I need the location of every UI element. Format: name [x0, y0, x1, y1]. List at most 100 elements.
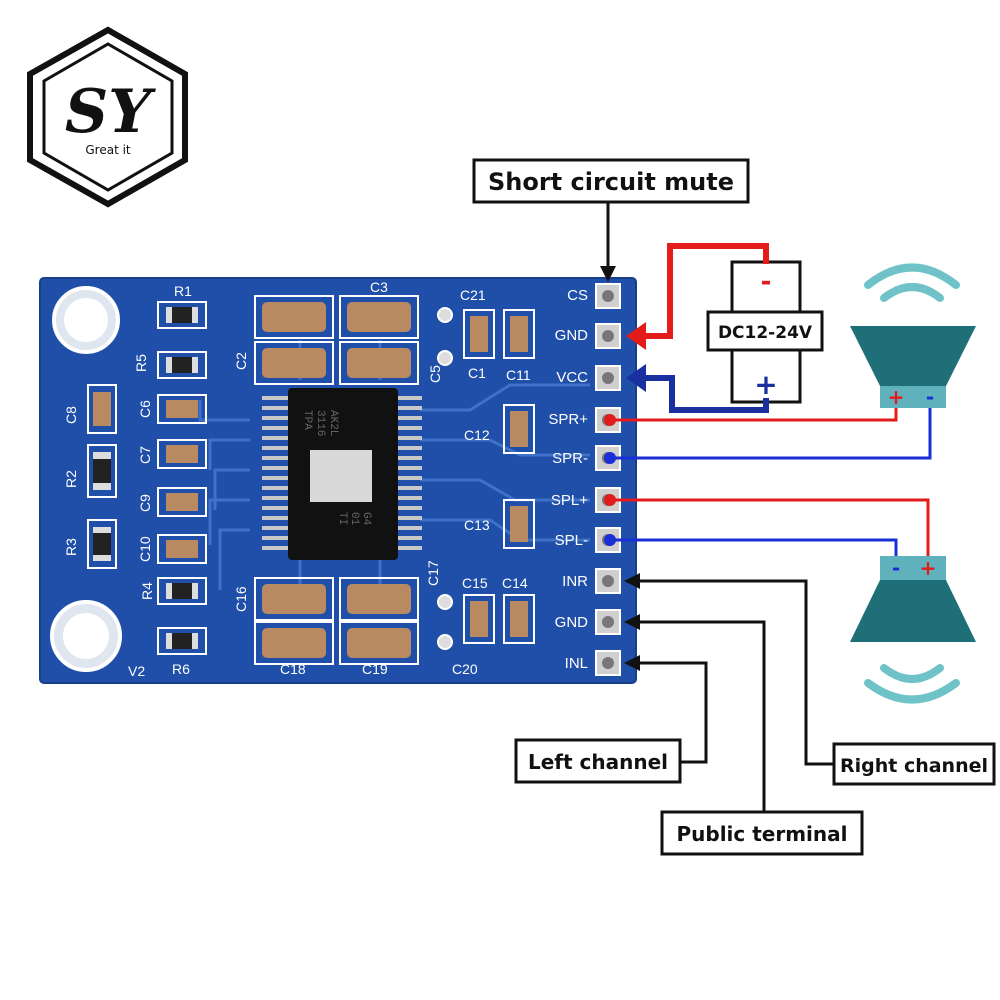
resistor-r1	[157, 301, 207, 329]
silk-r5: R5	[133, 354, 149, 372]
chip-line-5: 01	[348, 512, 360, 526]
capacitor-c12	[503, 404, 535, 454]
speaker-right: + -	[850, 263, 976, 409]
pin-label-gnd-power: GND	[555, 327, 589, 344]
capacitor-c5	[339, 341, 419, 385]
silk-c18: C18	[280, 661, 306, 677]
capacitor-c3	[339, 295, 419, 339]
silk-r3: R3	[63, 538, 79, 556]
resistor-r3	[87, 519, 117, 569]
silk-c15: C15	[462, 575, 488, 591]
brand-logo: SY Great it	[27, 26, 188, 208]
pin-label-cs: CS	[567, 287, 588, 304]
chip-line-6: G4	[360, 512, 372, 526]
resistor-r6	[157, 627, 207, 655]
silk-c11: C11	[506, 367, 531, 383]
silk-c14: C14	[502, 575, 528, 591]
resistor-r5	[157, 351, 207, 379]
silk-c2: C2	[233, 352, 249, 370]
pin-label-vcc: VCC	[556, 369, 588, 386]
supply-minus-sign: -	[761, 267, 772, 297]
silk-c13: C13	[464, 517, 490, 533]
capacitor-c16	[254, 577, 334, 621]
capacitor-c14	[503, 594, 535, 644]
silk-c3: C3	[370, 279, 388, 295]
silk-c5: C5	[427, 365, 443, 383]
dc-supply-label: DC12-24V	[718, 323, 813, 343]
chip-line-2: 3116	[314, 410, 326, 436]
silk-c21: C21	[460, 287, 486, 303]
mounting-hole-bottom	[50, 600, 122, 672]
short-circuit-mute-label: Short circuit mute	[488, 168, 734, 196]
silk-c9: C9	[137, 494, 153, 512]
silk-c16: C16	[233, 586, 249, 612]
silk-r1: R1	[174, 283, 192, 299]
public-terminal-callout: Public terminal	[660, 810, 864, 856]
pin-label-spr-minus: SPR-	[552, 450, 588, 467]
speaker-right-plus: +	[888, 385, 905, 409]
capacitor-c6	[157, 394, 207, 424]
resistor-r2	[87, 444, 117, 498]
pin-label-spl-plus: SPL+	[551, 492, 588, 509]
silk-c1: C1	[468, 365, 486, 381]
pcb-board: TPA 3116 AK2L TI 01 G4	[39, 277, 637, 684]
pin-label-inr: INR	[562, 573, 588, 590]
silk-r6: R6	[172, 661, 190, 677]
capacitor-c17	[339, 577, 419, 621]
silk-c12: C12	[464, 427, 490, 443]
capacitor-c7	[157, 439, 207, 469]
resistor-r4	[157, 577, 207, 605]
capacitor-c21	[463, 309, 495, 359]
mounting-hole-top	[52, 286, 120, 354]
capacitor-c11	[503, 309, 535, 359]
logo-letters: SY	[65, 77, 156, 147]
pin-vcc: VCC	[556, 365, 621, 391]
pin-cs: CS	[567, 283, 621, 309]
silk-r2: R2	[63, 470, 79, 488]
amplifier-ic: TPA 3116 AK2L TI 01 G4	[262, 388, 422, 560]
right-channel-label: Right channel	[840, 755, 988, 777]
supply-plus-sign: +	[754, 368, 777, 401]
pin-header: CS GND VCC SPR+ SPR- SPL+ SPL- INR GND I…	[548, 283, 621, 676]
pin-inl: INL	[565, 650, 621, 676]
speaker-left-minus: -	[892, 556, 900, 580]
speaker-left: - +	[850, 556, 976, 704]
silk-c6: C6	[137, 400, 153, 418]
capacitor-c10	[157, 534, 207, 564]
capacitor-bank	[254, 295, 419, 665]
public-terminal-label: Public terminal	[676, 822, 847, 846]
pin-gnd-power: GND	[555, 323, 621, 349]
silk-v2: V2	[128, 663, 145, 679]
input-wiring	[624, 573, 836, 812]
silkscreen-labels: R1 R5 R2 R3 R4 R6 C8 C6 C7 C9 C10 C2 C1 …	[63, 279, 531, 679]
dc-power-supply: DC12-24V - +	[626, 243, 824, 413]
pin-label-spl-minus: SPL-	[555, 532, 588, 549]
silk-c8: C8	[63, 406, 79, 424]
short-circuit-mute-callout: Short circuit mute	[472, 158, 750, 282]
left-channel-label: Left channel	[528, 750, 668, 774]
silk-c20: C20	[452, 661, 478, 677]
capacitor-c18	[254, 621, 334, 665]
right-channel-callout: Right channel	[832, 742, 996, 786]
capacitor-c15	[463, 594, 495, 644]
pin-label-gnd-signal: GND	[555, 614, 589, 631]
pin-label-inl: INL	[565, 655, 588, 672]
capacitor-c9	[157, 487, 207, 517]
silk-c19: C19	[362, 661, 388, 677]
pin-gnd-signal: GND	[555, 609, 621, 635]
silk-r4: R4	[139, 582, 155, 600]
chip-line-1: TPA	[301, 410, 313, 430]
left-channel-callout: Left channel	[514, 738, 682, 784]
capacitor-c1	[254, 295, 334, 339]
silk-c17: C17	[425, 560, 441, 586]
capacitor-c8	[87, 384, 117, 434]
capacitor-c19	[339, 621, 419, 665]
chip-line-3: AK2L	[327, 410, 339, 436]
capacitor-c2	[254, 341, 334, 385]
pin-inr: INR	[562, 568, 621, 594]
smd-components	[87, 301, 535, 655]
pin-label-spr-plus: SPR+	[548, 411, 588, 428]
chip-line-4: TI	[336, 512, 348, 525]
capacitor-c13	[503, 499, 535, 549]
